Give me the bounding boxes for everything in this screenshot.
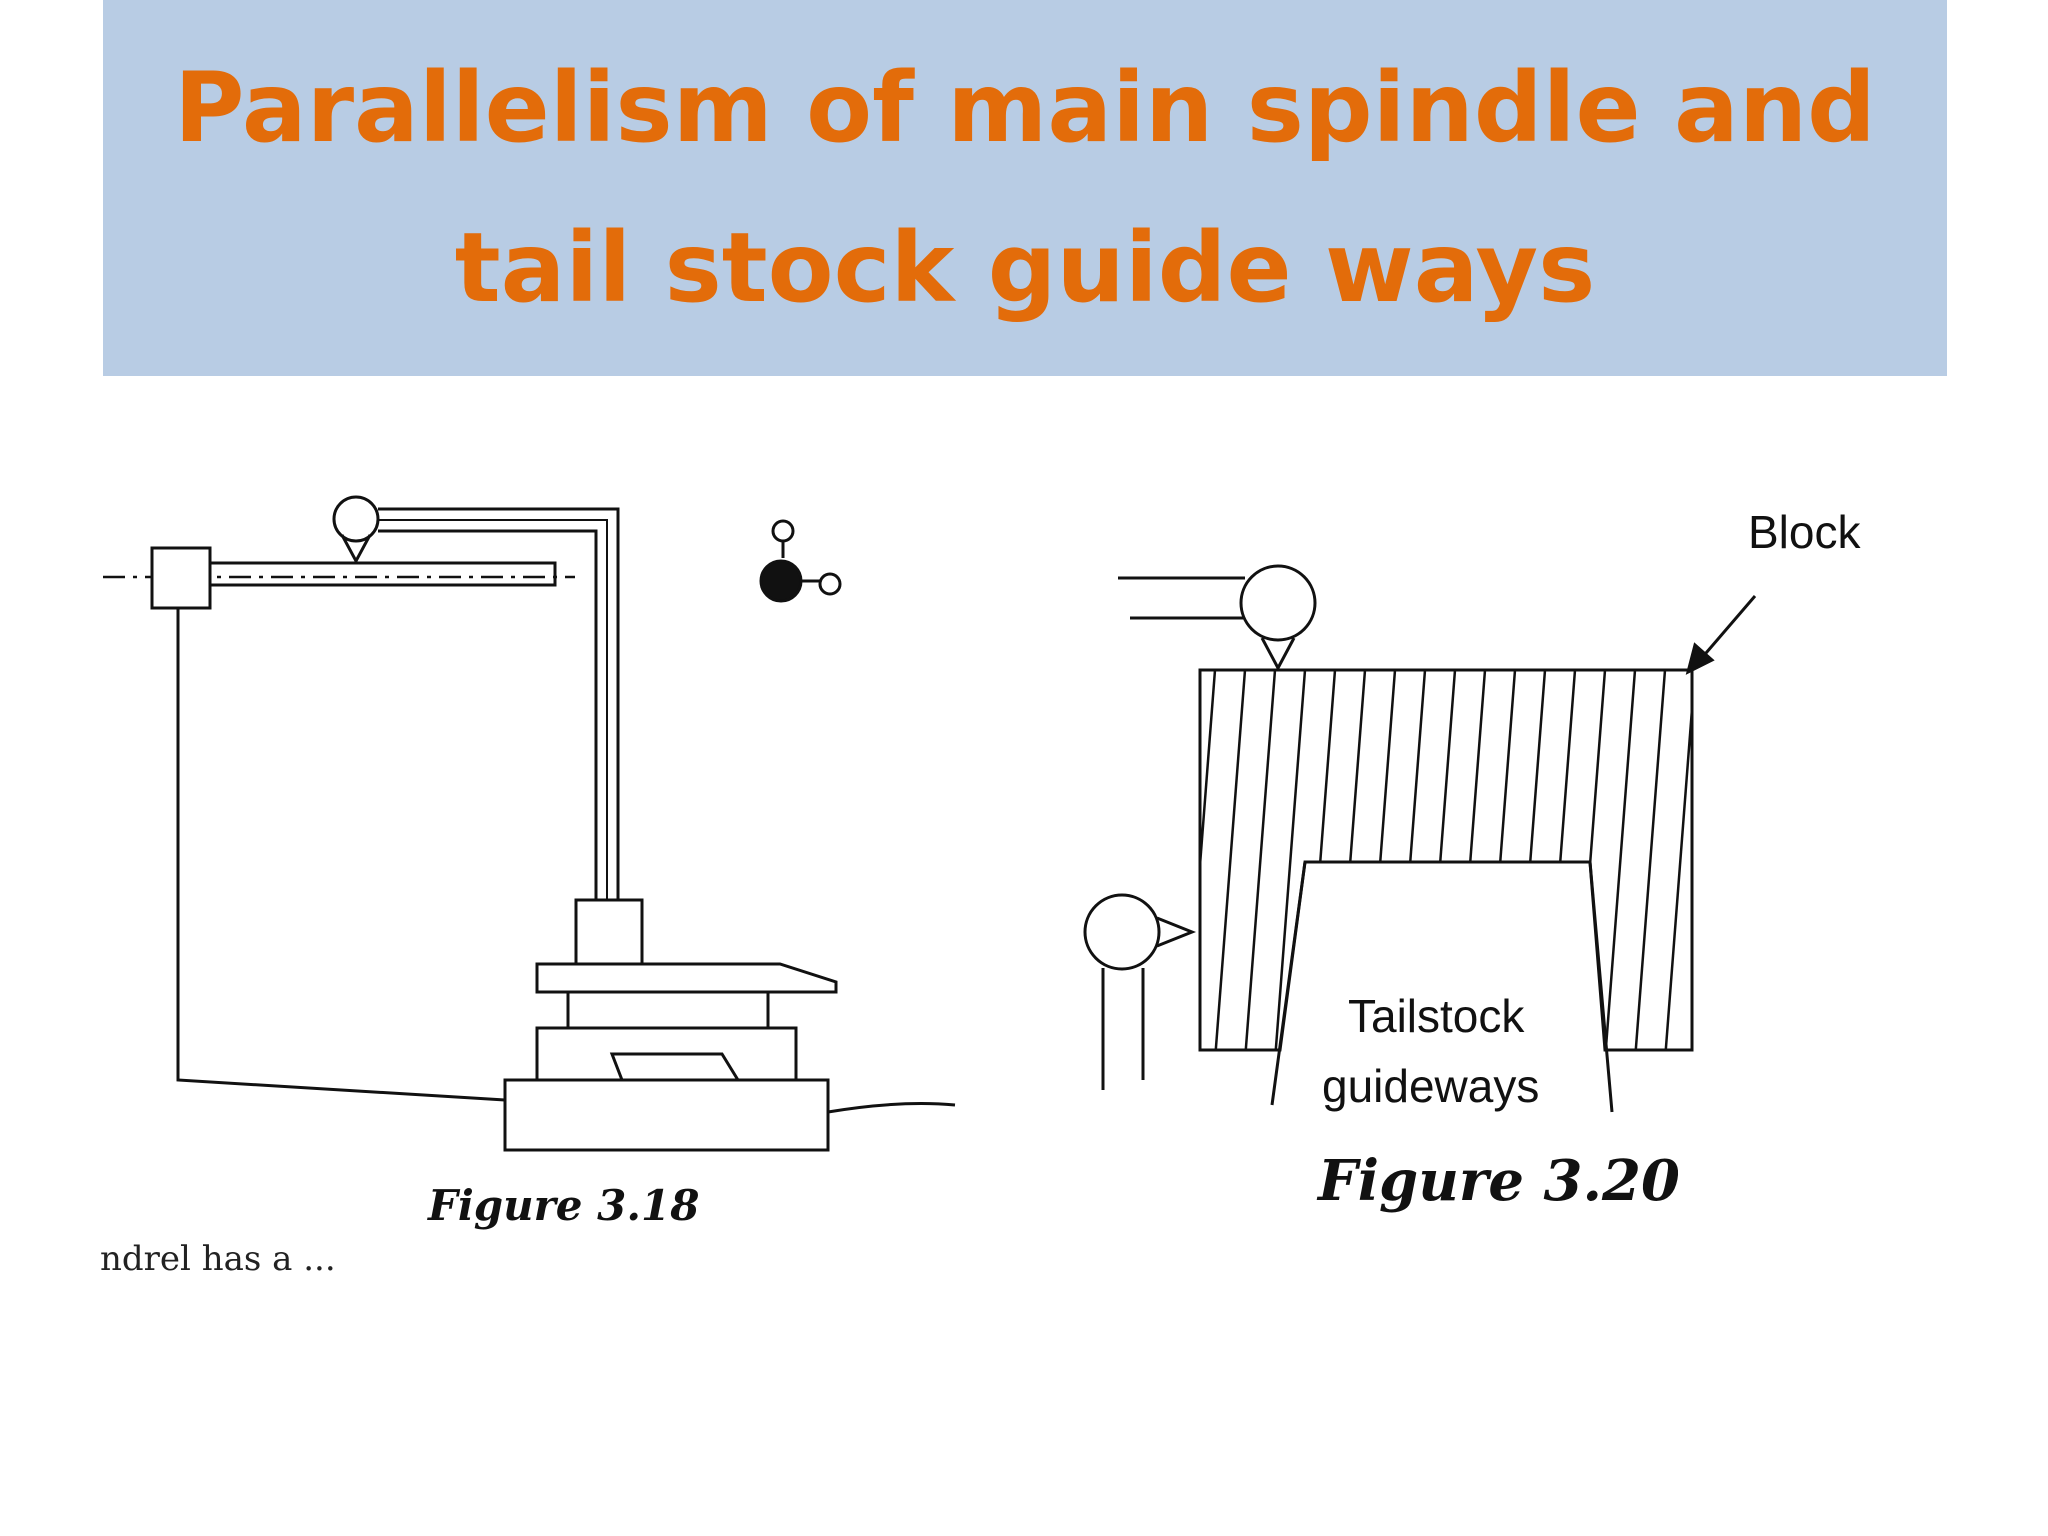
guideways-label-line-2: guideways: [1322, 1060, 1539, 1112]
figure-3-18-caption: Figure 3.18: [427, 1181, 699, 1230]
title-banner: Parallelism of main spindle and tail sto…: [103, 0, 1947, 376]
saddle-dovetail: [535, 1026, 798, 1082]
dial-symbol-icon: [759, 519, 842, 603]
block-label: Block: [1748, 506, 1861, 558]
dial-gauge-icon: [332, 495, 380, 565]
guideways-label-line-1: Tailstock: [1348, 990, 1525, 1042]
arrow-icon: [1685, 595, 1757, 675]
dial-stand-block: [574, 898, 644, 966]
dial-gauge-top-icon: [1118, 564, 1317, 672]
body-text-fragment: ndrel has a ...: [100, 1239, 336, 1279]
title-line-1: Parallelism of main spindle and: [174, 52, 1876, 164]
frame-line: [176, 608, 506, 1102]
title-line-2: tail stock guide ways: [454, 212, 1596, 324]
figure-3-18: [103, 495, 956, 1152]
carriage-plate: [535, 962, 838, 994]
spindle-chuck: [150, 546, 212, 610]
lathe-bed: [503, 1078, 830, 1152]
figure-3-20-caption: Figure 3.20: [1316, 1148, 1680, 1214]
guideway-outline: [1270, 861, 1614, 1113]
dial-holder-arm: [378, 507, 620, 900]
test-mandrel: [208, 561, 557, 587]
frame-curve-right: [827, 1102, 956, 1114]
dial-gauge-side-icon: [1083, 893, 1197, 1090]
carriage-body: [566, 990, 770, 1030]
